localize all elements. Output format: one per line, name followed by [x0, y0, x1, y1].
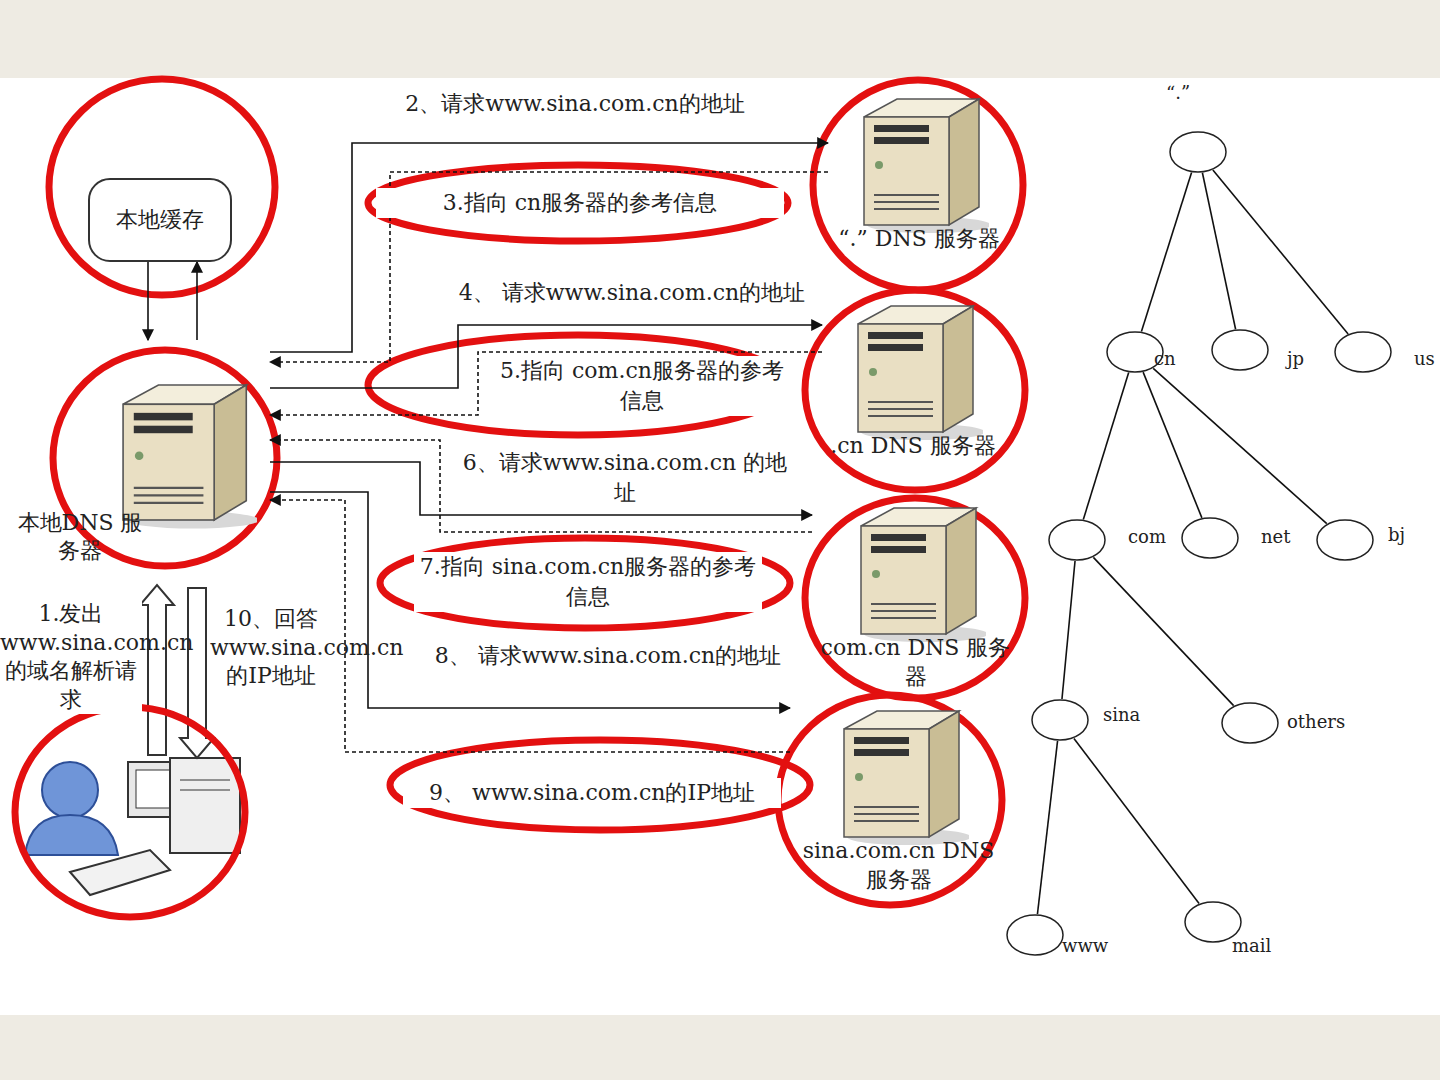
server-label: “.” DNS 服务器: [834, 225, 1004, 254]
step-label: 8、 请求www.sina.com.cn的地址: [419, 641, 797, 671]
tree-branch: [1153, 368, 1327, 523]
tree-circle: [1211, 329, 1269, 371]
circle-outline: [1032, 700, 1088, 740]
server-label: 本地DNS 服务器: [15, 509, 145, 566]
tree-circle: [1334, 331, 1392, 373]
user-icon: [25, 758, 240, 895]
server-icon: [829, 697, 969, 847]
tree-node: www: [1006, 914, 1064, 956]
server-icon: [846, 494, 986, 644]
tree-branch: [1037, 741, 1057, 914]
server-node: .cn DNS 服务器: [822, 292, 1004, 490]
tree-label: others: [1287, 710, 1345, 733]
server-graphic: [858, 306, 983, 440]
tree-node: “.”: [1169, 131, 1227, 173]
step-note: 10、回答 www.sina.com.cn 的IP地址: [210, 605, 332, 691]
step-label: 2、请求www.sina.com.cn的地址: [341, 89, 809, 119]
circle-outline: [1317, 520, 1373, 560]
step-label: 6、请求www.sina.com.cn 的地址: [456, 448, 794, 507]
tree-branch: [1093, 557, 1233, 705]
circle-outline: [1170, 132, 1226, 172]
flow-arrow: [270, 172, 828, 362]
server-node: com.cn DNS 服务器: [812, 494, 1019, 694]
tree-circle: [1316, 519, 1374, 561]
tree-label: mail: [1232, 934, 1271, 957]
server-node: sina.com.cn DNS 服务器: [790, 697, 1007, 907]
step-label: 3.指向 cn服务器的参考信息: [376, 188, 784, 218]
server-node: 本地DNS 服务器: [15, 340, 270, 575]
tree-label: “.”: [1166, 81, 1190, 104]
tree-circle: [1181, 517, 1239, 559]
server-label: .cn DNS 服务器: [828, 432, 998, 461]
tree-branch: [1062, 561, 1075, 699]
circle-outline: [1212, 330, 1268, 370]
tree-node: mail: [1184, 901, 1242, 943]
tree-node: com: [1048, 519, 1106, 561]
tree-circle: [1031, 699, 1089, 741]
flow-arrow: [270, 440, 812, 532]
tree-circle: [1221, 702, 1279, 744]
top-band: [0, 0, 1440, 78]
tree-label: net: [1261, 525, 1290, 548]
tree-label: www: [1062, 934, 1108, 957]
tree-label: bj: [1388, 523, 1405, 546]
flow-arrow: [196, 262, 198, 340]
tree-node: net: [1181, 517, 1239, 559]
tree-label: cn: [1154, 347, 1176, 370]
circle-outline: [1007, 915, 1063, 955]
tree-label: jp: [1287, 347, 1304, 370]
step-label: 5.指向 com.cn服务器的参考信息: [488, 356, 796, 415]
server-graphic: [123, 385, 257, 529]
bottom-band: [0, 1015, 1440, 1080]
tree-branch: [1213, 170, 1348, 334]
flow-arrow: [270, 492, 790, 708]
server-node: “.” DNS 服务器: [828, 85, 1010, 290]
tree-circle: [1006, 914, 1064, 956]
tree-node: jp: [1211, 329, 1269, 371]
server-label: com.cn DNS 服务器: [818, 634, 1013, 691]
flow-arrow: [270, 143, 828, 352]
highlight-rings: [15, 79, 1025, 917]
tree-branch: [1083, 372, 1128, 519]
server-icon: [849, 85, 989, 235]
tree-branch: [1074, 738, 1199, 903]
tree-node: bj: [1316, 519, 1374, 561]
tree-node: sina: [1031, 699, 1089, 741]
tree-circle: [1048, 519, 1106, 561]
tree-label: us: [1414, 347, 1435, 370]
tree-label: com: [1128, 525, 1166, 548]
flow-arrow: [270, 352, 822, 415]
server-graphic: [861, 508, 986, 642]
server-graphic: [864, 99, 989, 233]
server-label: sina.com.cn DNS 服务器: [796, 837, 1001, 894]
box-label: 本地缓存: [116, 206, 204, 235]
circle-outline: [1182, 518, 1238, 558]
step-label: 9、 www.sina.com.cn的IP地址: [403, 778, 781, 808]
flow-arrow: [147, 262, 149, 340]
tree-branch: [1141, 172, 1191, 331]
step-label: 7.指向 sina.com.cn服务器的参考信息: [414, 552, 762, 611]
tree-label: sina: [1103, 703, 1140, 726]
server-icon: [107, 370, 257, 531]
circle-outline: [1222, 703, 1278, 743]
step-label: 4、 请求www.sina.com.cn的地址: [418, 278, 846, 308]
circle-outline: [1335, 332, 1391, 372]
tree-branch: [1202, 173, 1235, 329]
tree-branch: [1143, 372, 1202, 518]
step-note: 1.发出 www.sina.com.cn 的域名解析请求: [0, 600, 142, 714]
server-graphic: [844, 711, 969, 845]
tree-node: cn: [1106, 331, 1164, 373]
flow-arrow: [270, 500, 790, 752]
cache-box: 本地缓存: [88, 178, 232, 262]
tree-circle: [1169, 131, 1227, 173]
server-icon: [843, 292, 983, 442]
circle-outline: [1049, 520, 1105, 560]
tree-node: us: [1334, 331, 1392, 373]
tree-node: others: [1221, 702, 1279, 744]
